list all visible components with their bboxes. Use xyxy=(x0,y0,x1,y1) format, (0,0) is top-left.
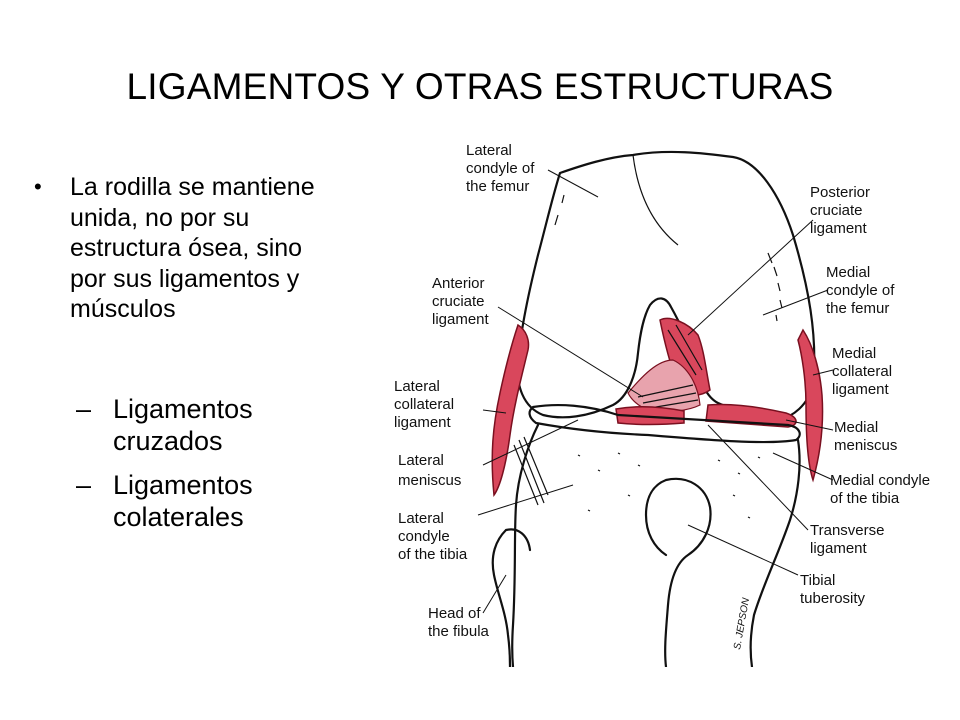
tibial-tuberosity-outline xyxy=(644,477,712,667)
label-lateral-condyle-femur: Lateral condyle of the femur xyxy=(466,142,539,195)
tibial-plateau xyxy=(528,403,801,444)
tibia-dots xyxy=(577,452,761,519)
label-medial-meniscus: Medial meniscus xyxy=(834,419,897,454)
bullet-list: • La rodilla se mantiene unida, no por s… xyxy=(30,172,390,545)
lateral-collateral-ligament xyxy=(491,323,530,497)
dash-icon: – xyxy=(76,393,92,424)
subbullet-item-colaterales: – Ligamentos colaterales xyxy=(30,469,390,533)
label-tibial-tuberosity: Tibial tuberosity xyxy=(800,572,866,607)
femur-texture xyxy=(554,194,783,322)
label-medial-condyle-tibia: Medial condyle of the tibia xyxy=(830,472,934,507)
subbullet-line: cruzados xyxy=(113,425,223,456)
medial-collateral-ligament xyxy=(797,328,824,483)
tibia-outline xyxy=(511,423,801,667)
label-lateral-meniscus: Lateral meniscus xyxy=(398,452,461,489)
label-medial-condyle-femur: Medial condyle of the femur xyxy=(826,264,899,317)
label-lateral-condyle-tibia: Lateral condyle of the tibia xyxy=(398,510,468,563)
subbullet-line: Ligamentos xyxy=(113,469,253,500)
bullet-line: unida, no por su xyxy=(70,203,250,232)
leader-lines xyxy=(477,169,834,614)
label-posterior-cruciate: Posterior cruciate ligament xyxy=(810,184,874,237)
knee-anatomy-figure: S. JEPSON Lateral xyxy=(388,135,960,667)
bullet-line: músculos xyxy=(70,295,176,323)
bullet-line: La rodilla se mantiene xyxy=(70,173,315,201)
subbullet-item-cruzados: – Ligamentos cruzados xyxy=(30,393,390,457)
lateral-meniscus xyxy=(615,406,685,426)
fibula-outline xyxy=(491,528,532,667)
label-medial-collateral: Medial collateral ligament xyxy=(832,345,896,398)
subbullet-line: colaterales xyxy=(113,501,244,532)
dash-icon: – xyxy=(76,469,92,500)
label-lateral-collateral: Lateral collateral ligament xyxy=(394,378,458,431)
bullet-line: estructura ósea, sino xyxy=(70,234,303,262)
artist-signature: S. JEPSON xyxy=(732,596,752,650)
cruciate-fibers xyxy=(637,324,703,409)
label-head-fibula: Head of the fibula xyxy=(428,605,490,640)
knee-illustration: S. JEPSON Lateral xyxy=(394,142,934,667)
fibula-hatching xyxy=(513,436,549,506)
slide-title: LIGAMENTOS Y OTRAS ESTRUCTURAS xyxy=(126,66,834,107)
label-transverse-ligament: Transverse ligament xyxy=(810,522,889,557)
subbullet-list: – Ligamentos cruzados – Ligamentos colat… xyxy=(30,393,390,533)
subbullet-line: Ligamentos xyxy=(113,393,253,424)
label-anterior-cruciate: Anterior cruciate ligament xyxy=(432,275,490,328)
bullet-dot-icon: • xyxy=(34,174,42,199)
bullet-item: • La rodilla se mantiene unida, no por s… xyxy=(30,172,390,325)
femur-inner-line xyxy=(632,154,679,246)
labels: Lateral condyle of the femur Posterior c… xyxy=(394,142,934,640)
bullet-line: por sus ligamentos y xyxy=(70,264,300,293)
